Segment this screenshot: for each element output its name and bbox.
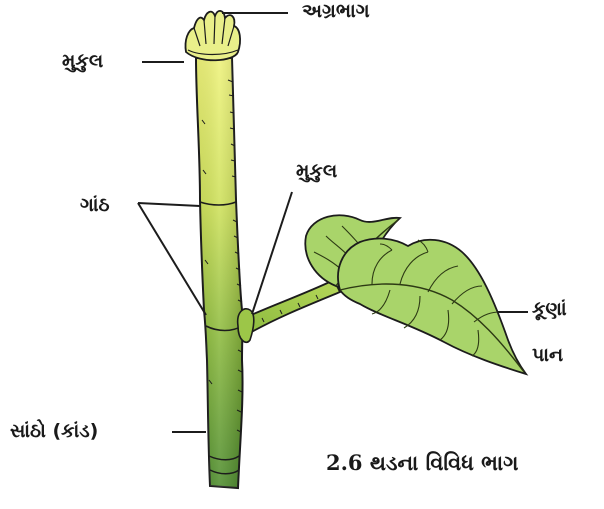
label-tender: કૂણાં bbox=[532, 300, 567, 319]
label-apex: અગ્રભાગ bbox=[302, 2, 370, 21]
label-node: ગાંઠ bbox=[80, 196, 110, 215]
label-bud-axil: મુકુલ bbox=[296, 162, 337, 181]
leader-bud-axil bbox=[252, 192, 292, 314]
label-stem: સાંઠો (કાંડ) bbox=[10, 422, 98, 441]
label-leaf: પાન bbox=[532, 346, 563, 365]
apical-bud bbox=[185, 11, 240, 60]
leader-node-1 bbox=[138, 203, 200, 206]
label-bud-top: મુકુલ bbox=[62, 52, 103, 71]
main-stem bbox=[196, 58, 243, 488]
leader-node-2 bbox=[138, 203, 206, 315]
leaf-large bbox=[338, 239, 526, 374]
figure-caption: 2.6 થડના વિવિધ ભાગ bbox=[326, 452, 518, 473]
axillary-bud bbox=[238, 309, 254, 343]
